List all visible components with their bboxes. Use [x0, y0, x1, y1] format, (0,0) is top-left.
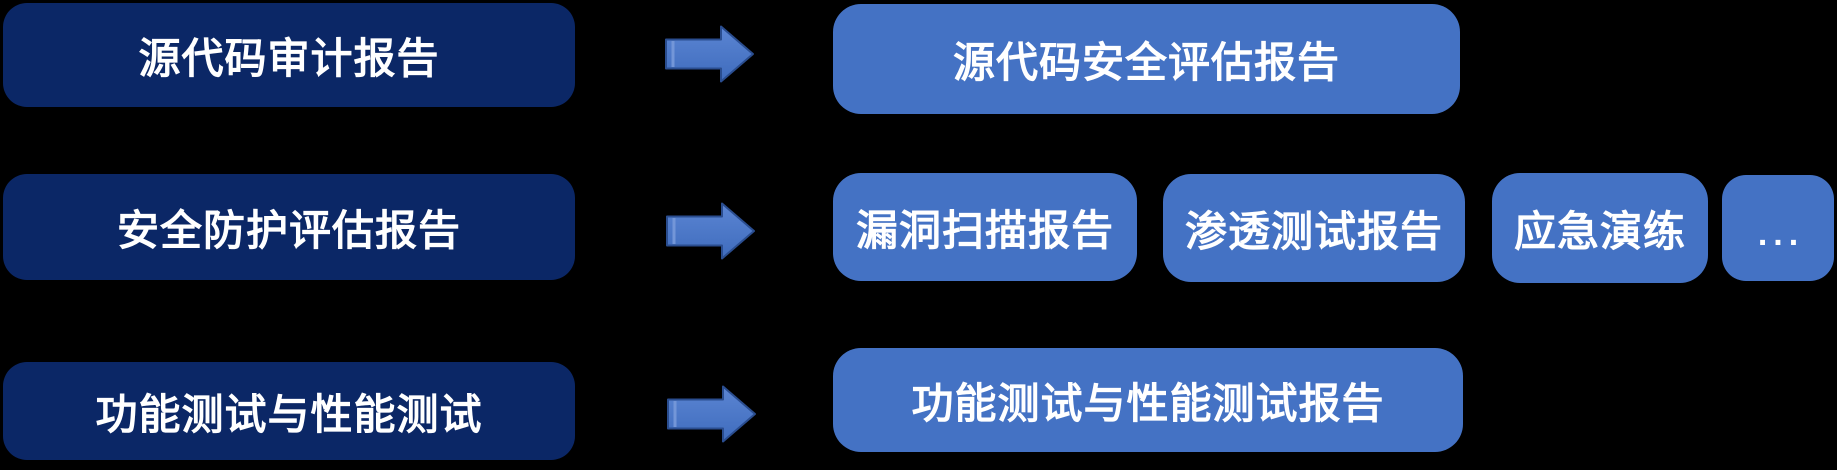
output-box-row2-vuln-scan-label: 漏洞扫描报告 — [855, 206, 1114, 254]
output-box-row2-drill: 应急演练 — [1492, 173, 1708, 283]
source-box-row3: 功能测试与性能测试 — [3, 362, 575, 460]
source-box-row2: 安全防护评估报告 — [3, 174, 575, 280]
output-box-row2-drill-label: 应急演练 — [1513, 207, 1686, 255]
output-box-row2-ellipsis: ... — [1722, 175, 1834, 281]
output-box-row3-label: 功能测试与性能测试报告 — [911, 379, 1385, 427]
output-box-row1-label: 源代码安全评估报告 — [952, 38, 1340, 86]
right-arrow-icon — [665, 25, 755, 83]
output-box-row2-pentest-label: 渗透测试报告 — [1184, 207, 1443, 255]
right-arrow-icon — [666, 202, 756, 260]
output-box-row1: 源代码安全评估报告 — [833, 4, 1460, 114]
ellipsis-label: ... — [1757, 214, 1805, 253]
output-box-row3: 功能测试与性能测试报告 — [833, 348, 1463, 452]
source-box-row1-label: 源代码审计报告 — [138, 34, 440, 82]
source-box-row3-label: 功能测试与性能测试 — [95, 390, 483, 438]
output-box-row2-vuln-scan: 漏洞扫描报告 — [833, 173, 1137, 281]
source-box-row1: 源代码审计报告 — [3, 3, 575, 107]
source-box-row2-label: 安全防护评估报告 — [116, 206, 461, 254]
output-box-row2-pentest: 渗透测试报告 — [1163, 174, 1465, 282]
right-arrow-icon — [667, 385, 757, 443]
